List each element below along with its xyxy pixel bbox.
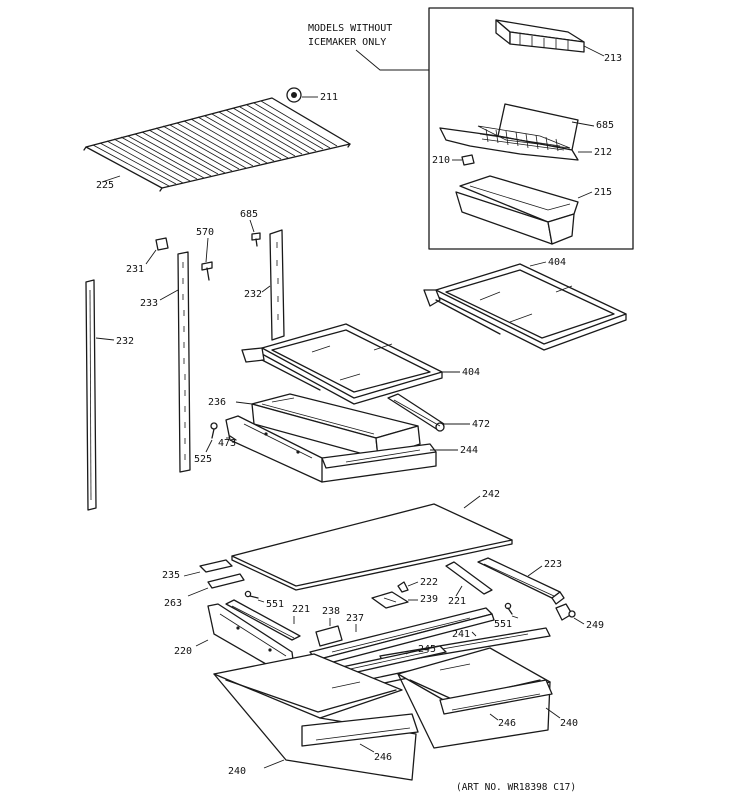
label-223: 223 [544,559,562,570]
label-404-center: 404 [462,367,480,378]
label-238: 238 [322,606,340,617]
part-221-rail-right: 221 [445,561,493,607]
label-472: 472 [472,419,490,430]
part-244-pan-cover: 244 [225,415,478,483]
part-221-rail-left: 221 [225,599,310,641]
label-249: 249 [586,620,604,631]
label-685-top: 685 [596,120,614,131]
label-232-left: 232 [116,336,134,347]
part-551-screw-right: 551 [494,602,519,630]
part-232-rail-right: 232 [244,229,285,341]
label-551-left: 551 [266,599,284,610]
inset-note-line1: MODELS WITHOUT [308,23,392,34]
label-244: 244 [460,445,478,456]
label-211: 211 [320,92,338,103]
label-215: 215 [594,187,612,198]
label-239: 239 [420,594,438,605]
label-213: 213 [604,53,622,64]
label-570: 570 [196,227,214,238]
label-212: 212 [594,147,612,158]
part-231-clip: 231 [126,237,169,275]
part-212-ice-bin-support: 685 212 [439,103,614,161]
label-222: 222 [420,577,438,588]
part-263-strip: 263 [164,573,245,609]
part-238-bracket: 238 [315,606,343,647]
label-221-left: 221 [292,604,310,615]
part-551-screw-left: 551 [244,590,284,610]
part-404-glass-shelf-right: 404 [423,257,627,351]
part-220-side-rail: 220 [174,603,295,669]
art-number: (ART NO. WR18398 C17) [456,782,576,793]
part-222-clip: 222 [397,577,438,593]
label-232-right: 232 [244,289,262,300]
label-240-right: 240 [560,718,578,729]
label-246-right: 246 [498,718,516,729]
part-211-shelf-stop: 211 [286,87,338,103]
part-685-screw: 685 [240,209,261,247]
label-235: 235 [162,570,180,581]
label-233: 233 [140,298,158,309]
part-525-screw: 525 [194,422,218,465]
label-246-left: 246 [374,752,392,763]
label-263: 263 [164,598,182,609]
label-241: 241 [452,629,470,640]
label-473: 473 [218,438,236,449]
part-225-wire-shelf: 225 [83,97,351,192]
part-404-glass-shelf-center: 404 [241,323,480,405]
label-210: 210 [432,155,450,166]
part-249-roller: 249 [555,603,604,631]
part-233-ladder: 233 [140,251,191,473]
part-215-ice-bucket: 215 [455,175,612,245]
part-240-crisper-drawer-right: 240 246 [397,647,578,749]
label-525: 525 [194,454,212,465]
label-221-right: 221 [448,596,466,607]
label-242: 242 [482,489,500,500]
inset-note-line2: ICEMAKER ONLY [308,37,386,48]
label-685-mid: 685 [240,209,258,220]
part-235-strip: 235 [162,559,233,581]
part-210-screw: 210 [432,154,475,166]
label-237: 237 [346,613,364,624]
part-232-rail-left: 232 [85,279,134,511]
label-240-left: 240 [228,766,246,777]
label-225: 225 [96,180,114,191]
label-231: 231 [126,264,144,275]
part-213-ice-tray: 213 [495,19,622,64]
label-404-right: 404 [548,257,566,268]
part-473-screw: 473 [218,435,237,449]
inset-box: MODELS WITHOUT ICEMAKER ONLY [308,7,634,250]
part-242-crisper-cover-glass: 242 [231,489,513,591]
label-551-right: 551 [494,619,512,630]
part-570-screw: 570 [196,227,214,281]
label-245: 245 [418,644,436,655]
part-223-slide-rail: 223 [477,557,565,605]
part-472-slide-rail: 472 [387,393,490,432]
part-239-bracket: 239 [371,591,438,609]
label-220: 220 [174,646,192,657]
part-240-crisper-drawer-left: 240 246 [213,653,419,781]
label-236: 236 [208,397,226,408]
